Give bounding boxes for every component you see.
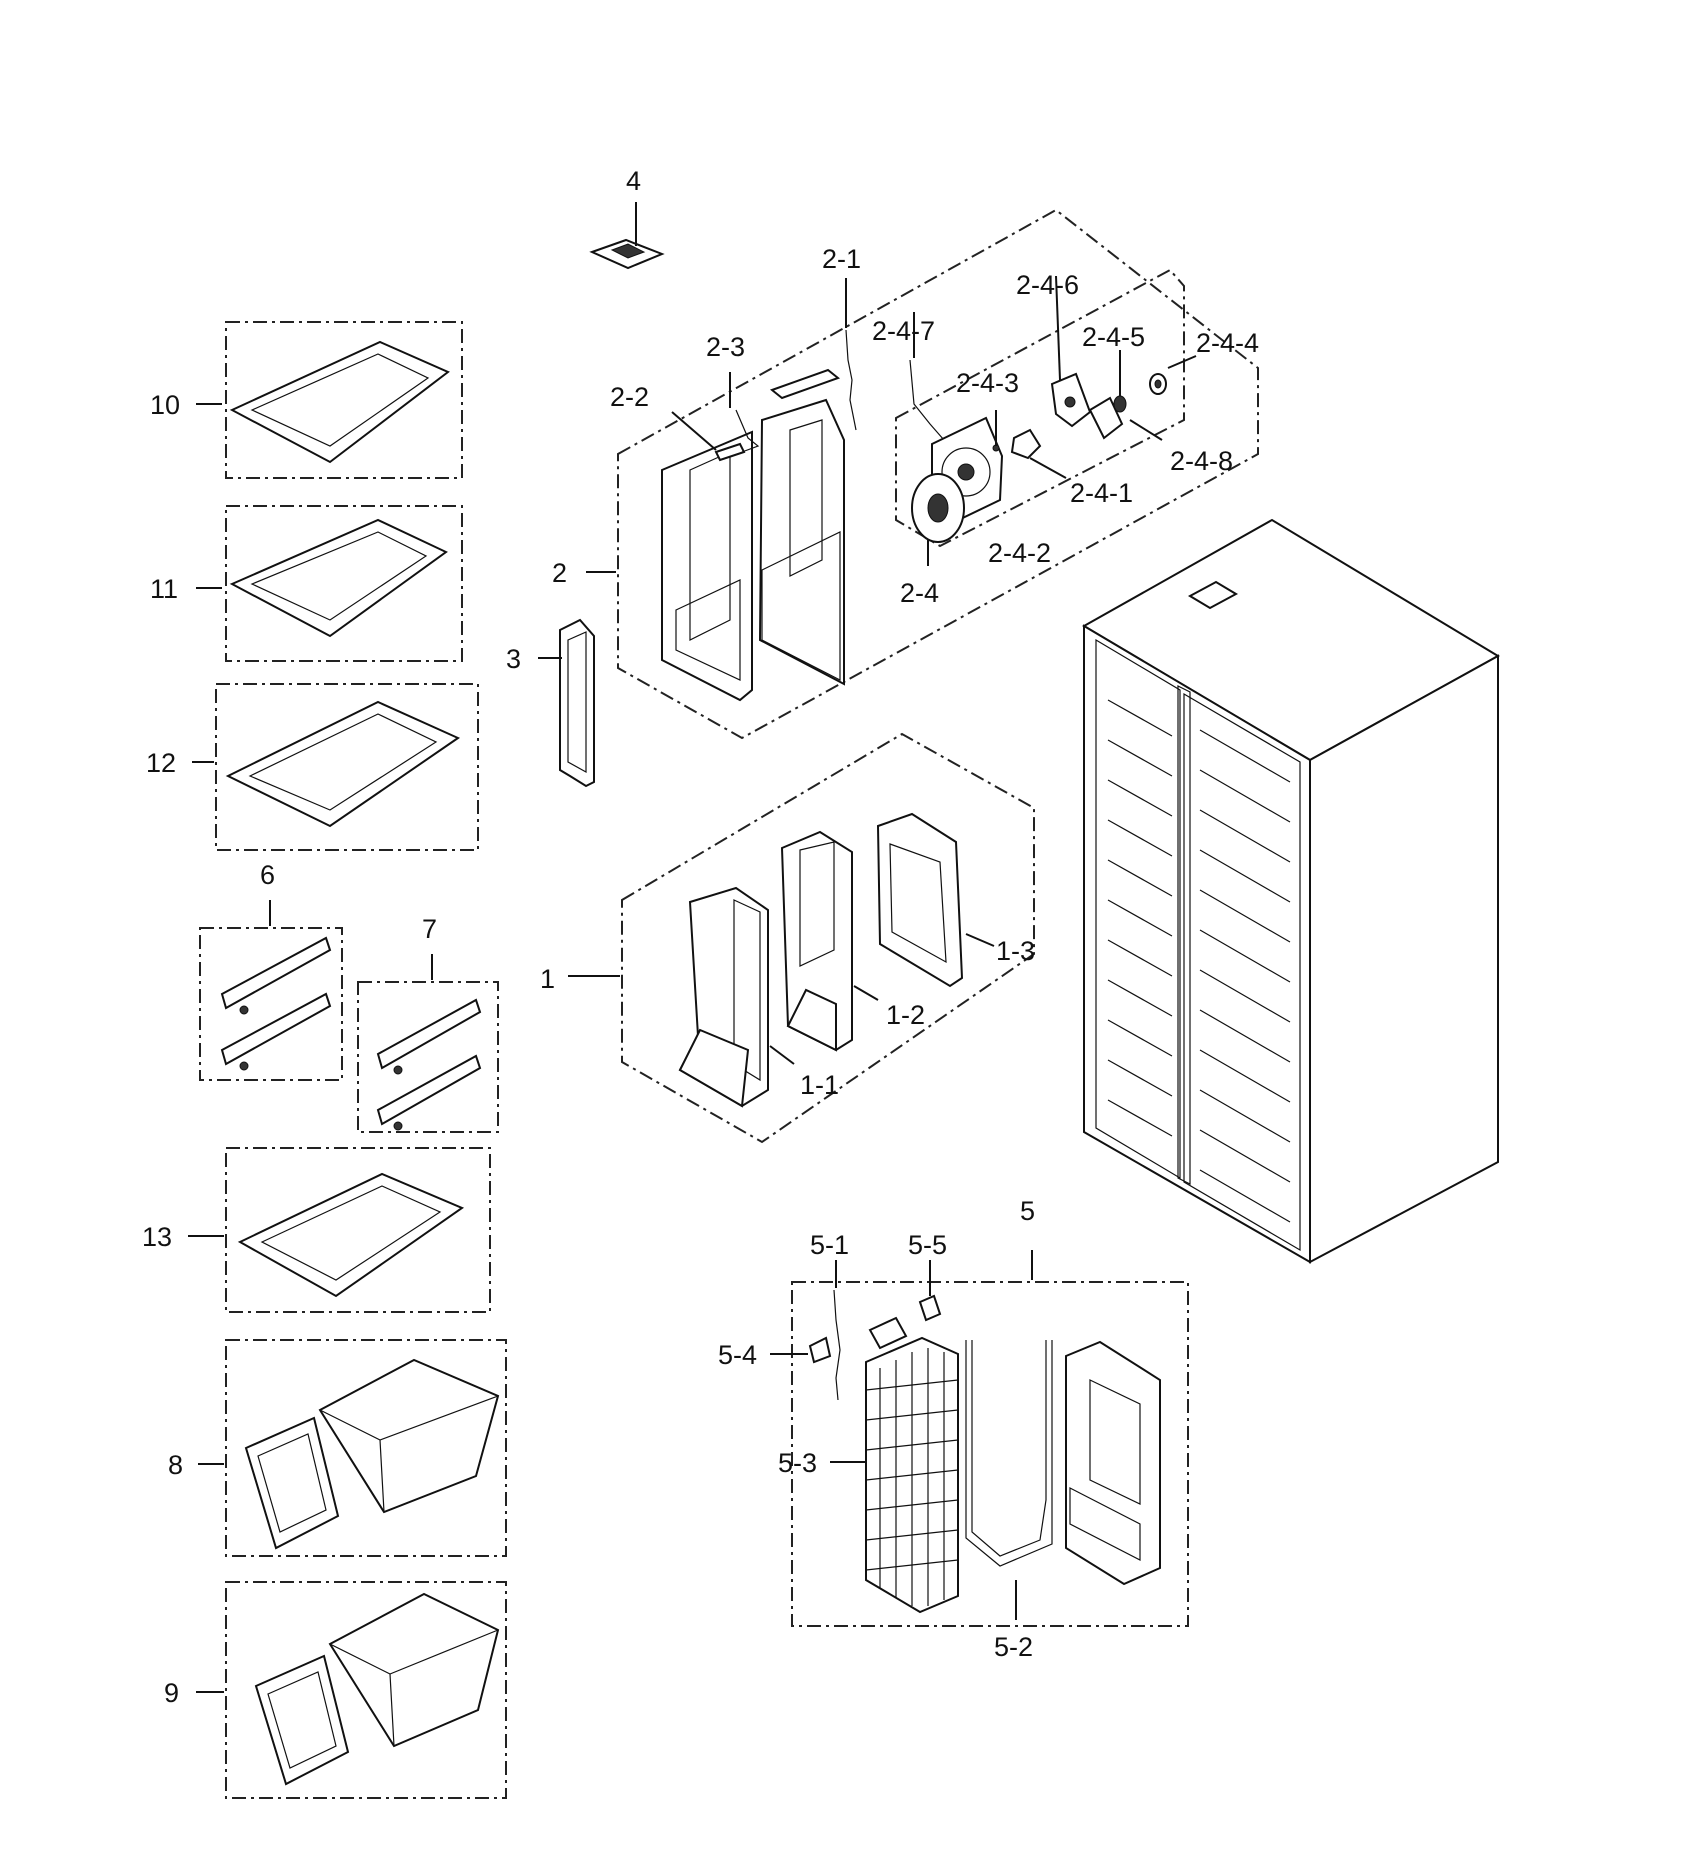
callout-2: 2 xyxy=(552,558,567,588)
callout-2-4-8: 2-4-8 xyxy=(1170,446,1233,476)
callout-1-2: 1-2 xyxy=(886,1000,925,1030)
callout-2-4-2: 2-4-2 xyxy=(988,538,1051,568)
callout-2-1: 2-1 xyxy=(822,244,861,274)
callout-2-4-7: 2-4-7 xyxy=(872,316,935,346)
refrigerator-cabinet xyxy=(1082,518,1500,1264)
rails-7-group: 7 xyxy=(357,914,499,1133)
callout-5-4: 5-4 xyxy=(718,1340,757,1370)
shelf-13-group: 13 xyxy=(142,1147,491,1313)
callout-10: 10 xyxy=(150,390,180,420)
drawer-8-group: 8 xyxy=(168,1339,507,1557)
evaporator-fins xyxy=(865,1348,959,1606)
shelf-10-group: 10 xyxy=(150,321,463,479)
callout-5: 5 xyxy=(1020,1196,1035,1226)
callout-3: 3 xyxy=(506,644,521,674)
callout-5-1: 5-1 xyxy=(810,1230,849,1260)
callout-5-3: 5-3 xyxy=(778,1448,817,1478)
callout-6: 6 xyxy=(260,860,275,890)
callout-5-2: 5-2 xyxy=(994,1632,1033,1662)
rails-6-group: 6 xyxy=(199,860,343,1081)
callout-2-4-4: 2-4-4 xyxy=(1196,328,1259,358)
shelf-12-group: 12 xyxy=(146,683,479,851)
callout-1: 1 xyxy=(540,964,555,994)
callout-13: 13 xyxy=(142,1222,172,1252)
callout-7: 7 xyxy=(422,914,437,944)
callout-9: 9 xyxy=(164,1678,179,1708)
callout-2-2: 2-2 xyxy=(610,382,649,412)
assembly-5-group: 5 5-1 5-5 5-4 5-3 5-2 xyxy=(718,1196,1189,1662)
part-4-group: 4 xyxy=(589,166,665,270)
assembly-1-group: 1 1-1 1-2 1-3 xyxy=(540,732,1035,1144)
callout-1-3: 1-3 xyxy=(996,936,1035,966)
cabinet-ridges xyxy=(1107,699,1291,1223)
callout-1-1: 1-1 xyxy=(800,1070,839,1100)
callout-2-4-3: 2-4-3 xyxy=(956,368,1019,398)
callout-2-4-6: 2-4-6 xyxy=(1016,270,1079,300)
assembly-2-group: 2 2-1 2-2 2-3 2-4 2-4-1 2-4-2 2-4-3 2-4-… xyxy=(552,208,1259,740)
callout-11: 11 xyxy=(150,574,178,604)
callout-12: 12 xyxy=(146,748,176,778)
callout-5-5: 5-5 xyxy=(908,1230,947,1260)
callout-2-3: 2-3 xyxy=(706,332,745,362)
callout-2-4: 2-4 xyxy=(900,578,939,608)
drawer-9-group: 9 xyxy=(164,1581,507,1799)
part-3-group: 3 xyxy=(506,618,595,788)
callout-2-4-5: 2-4-5 xyxy=(1082,322,1145,352)
callout-2-4-1: 2-4-1 xyxy=(1070,478,1133,508)
callout-4: 4 xyxy=(626,166,641,196)
callout-8: 8 xyxy=(168,1450,183,1480)
shelf-11-group: 11 xyxy=(150,505,463,662)
